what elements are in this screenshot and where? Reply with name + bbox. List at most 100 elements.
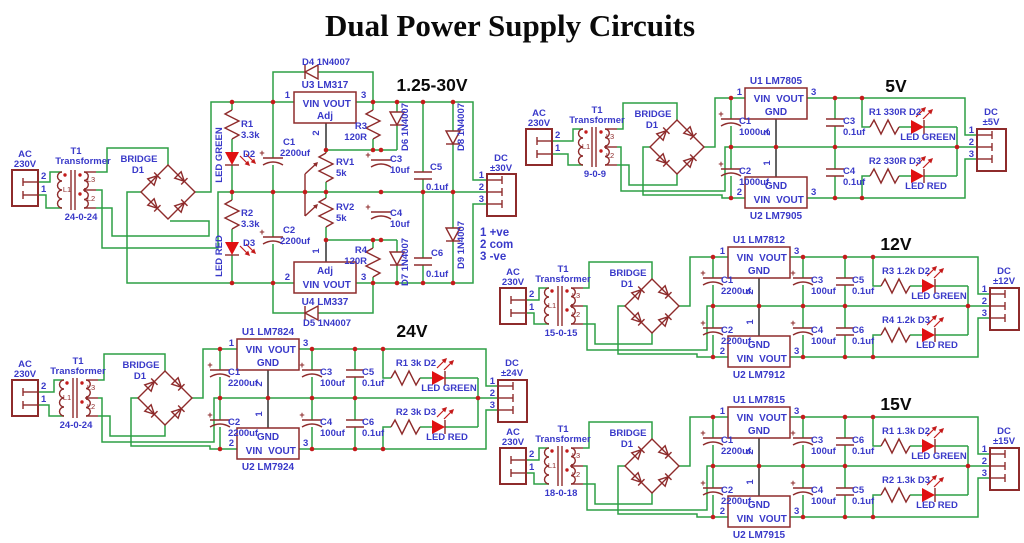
bridge-label: BRIDGE — [635, 109, 672, 120]
c3-value: 100uf — [320, 378, 346, 389]
section-title: 15V — [880, 394, 911, 414]
c1-value: 1000uf — [739, 127, 770, 138]
c1-ref: C1 — [721, 435, 734, 446]
d2-ref: D2 — [243, 149, 255, 160]
led-arrow — [436, 406, 448, 418]
regulator-u2-box — [727, 335, 791, 368]
v12-junction-dots — [710, 254, 971, 360]
dc-voltage: ±12V — [993, 276, 1016, 287]
t1-ref: T1 — [557, 264, 569, 275]
cap-c2 — [702, 487, 724, 496]
t1-label: Transformer — [535, 274, 591, 285]
u2-pin3: 3 — [811, 187, 816, 198]
u1-gnd: GND — [748, 426, 770, 437]
u2-pin2: 2 — [737, 187, 742, 198]
u1-pin2: 2 — [745, 449, 756, 454]
u2-pin2: 2 — [720, 506, 725, 517]
c2-ref: C2 — [283, 225, 295, 236]
u2-pin1: 1 — [745, 319, 756, 325]
adj-pot-wipers — [304, 162, 318, 217]
bridge-label: BRIDGE — [610, 268, 647, 279]
legend-com: 2 com — [480, 239, 513, 251]
u1-pin2: 2 — [745, 289, 756, 294]
cap-c5 — [413, 171, 433, 180]
c1-ref: C1 — [721, 275, 734, 286]
ac-label: AC — [506, 427, 520, 438]
u2-gnd: GND — [257, 432, 279, 443]
bridge-rectifier-symbol — [141, 165, 195, 219]
u2-vin: VIN — [737, 354, 754, 365]
ac-voltage: 230V — [502, 277, 525, 288]
c3-value: 0.1uf — [843, 127, 866, 138]
bridge-ref: D1 — [132, 165, 145, 176]
regulator-u4-box — [293, 261, 357, 294]
t1-label: Transformer — [50, 366, 106, 377]
resistor-r2 — [224, 199, 240, 230]
u1-label: U1 LM7812 — [733, 235, 786, 246]
c5-ref: C5 — [852, 485, 865, 496]
c6-ref: C6 — [362, 417, 374, 428]
winding-l1: L1 — [582, 142, 590, 151]
c5-ref: C5 — [430, 162, 443, 173]
r2-led-label: R2 1.3k D3 — [882, 475, 930, 486]
r3-led-label: R3 1.2k D2 — [882, 266, 930, 277]
led-green-label: LED GREEN — [214, 127, 225, 183]
resistor-r2 — [390, 419, 421, 435]
u2-vout: VOUT — [759, 354, 787, 365]
c3-value: 100uf — [811, 446, 837, 457]
r4-led-label: R4 1.2k D3 — [882, 315, 930, 326]
c4-ref: C4 — [843, 166, 856, 177]
c2-plus: + — [207, 410, 212, 420]
ac-connector — [11, 379, 39, 417]
legend-plus: 1 +ve — [480, 227, 509, 239]
rv2-value: 5k — [336, 213, 347, 224]
led-red-label: LED RED — [905, 181, 947, 192]
resistor-r1 — [224, 109, 240, 140]
c4-value: 10uf — [390, 219, 410, 230]
resistor-r2 — [869, 168, 900, 184]
c2-ref: C2 — [739, 166, 751, 177]
u2-gnd: GND — [748, 500, 770, 511]
u4-label: U4 LM337 — [302, 297, 349, 308]
c6-ref: C6 — [431, 248, 443, 259]
u2-pin3: 3 — [794, 506, 799, 517]
bridge-ref: D1 — [646, 120, 659, 131]
circuit-adjustable-1-25-30v: 1.25-30V AC 230V 2 1 T1 Transformer 24-0… — [11, 57, 517, 329]
u2-pin3: 3 — [794, 346, 799, 357]
c5-ref: C5 — [852, 275, 865, 286]
ac-pin1: 1 — [555, 143, 561, 154]
t1-label: Transformer — [535, 434, 591, 445]
regulator-u1-box — [236, 338, 300, 371]
cap-c4 — [301, 419, 323, 428]
c1-value: 2200uf — [228, 378, 259, 389]
u1-vout: VOUT — [759, 253, 787, 264]
winding-l3: L3 — [572, 291, 580, 300]
bridge-label: BRIDGE — [121, 154, 158, 165]
rv1-ref: RV1 — [336, 157, 355, 168]
u3-pin1: 1 — [285, 90, 291, 101]
dc-label: DC — [997, 266, 1011, 277]
t1-ref: T1 — [557, 424, 569, 435]
dc-voltage: ±15V — [993, 436, 1016, 447]
section-title: 24V — [396, 321, 427, 341]
cap-c4 — [370, 211, 392, 220]
c1-plus: + — [700, 268, 705, 278]
dc-label: DC — [505, 358, 519, 369]
u4-pin1: 1 — [311, 248, 322, 254]
resistor-r2 — [880, 487, 911, 503]
winding-l2: L2 — [87, 402, 95, 411]
resistor-r3 — [880, 278, 911, 294]
c4-plus: + — [299, 410, 304, 420]
pot-rv2 — [318, 197, 334, 228]
u1-pin3: 3 — [794, 406, 799, 417]
u1-vin: VIN — [754, 94, 771, 105]
v15-wires — [526, 416, 990, 518]
c1-ref: C1 — [739, 116, 752, 127]
t1-taps: 24-0-24 — [60, 420, 93, 431]
c5-ref: C5 — [362, 367, 375, 378]
u2-vin: VIN — [737, 514, 754, 525]
ac-pin2: 2 — [529, 289, 534, 300]
u2-label: U2 LM7905 — [750, 211, 803, 222]
r1-led-label: R1 3k D2 — [396, 358, 436, 369]
u1-label: U1 LM7805 — [750, 76, 803, 87]
